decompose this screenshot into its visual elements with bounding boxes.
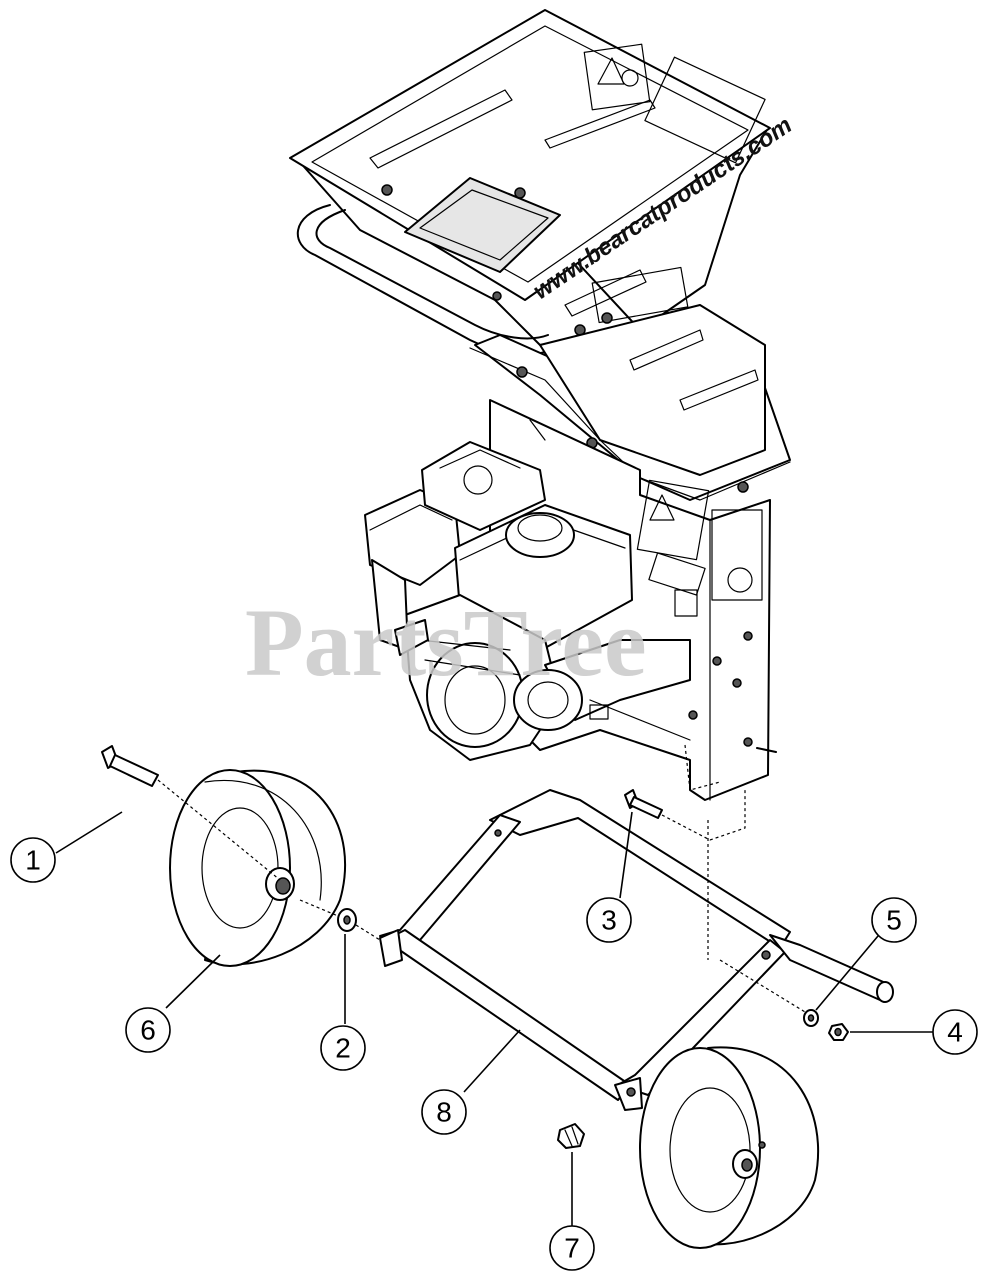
callout-4[interactable]: 4 [932, 1009, 978, 1055]
nut-4 [828, 1023, 849, 1041]
axle-bolt-1 [101, 745, 281, 881]
svg-text:8: 8 [436, 1097, 452, 1128]
nut-7 [557, 1123, 585, 1149]
leader-lines [55, 811, 933, 1228]
wheel-left [169, 769, 347, 967]
washer-2 [299, 899, 381, 941]
callout-1[interactable]: 1 [10, 837, 56, 883]
callout-5[interactable]: 5 [871, 897, 917, 943]
nut-5 [803, 1009, 819, 1027]
svg-text:7: 7 [564, 1233, 580, 1264]
svg-text:2: 2 [335, 1033, 351, 1064]
callout-3[interactable]: 3 [586, 897, 632, 943]
watermark: PartsTree [245, 589, 647, 696]
callout-2[interactable]: 2 [320, 1025, 366, 1071]
callout-6[interactable]: 6 [125, 1007, 171, 1053]
callout-8[interactable]: 8 [421, 1089, 467, 1135]
leg-frame [379, 789, 894, 1111]
callout-7[interactable]: 7 [549, 1225, 595, 1271]
engine [364, 441, 691, 761]
svg-text:3: 3 [601, 905, 617, 936]
bolt-3 [624, 789, 746, 841]
svg-text:1: 1 [25, 845, 41, 876]
svg-text:4: 4 [947, 1017, 963, 1048]
hopper: www.bearcatproducts.com [289, 9, 797, 356]
wheel-right [639, 1046, 820, 1249]
svg-text:6: 6 [140, 1015, 156, 1046]
svg-text:5: 5 [886, 905, 902, 936]
